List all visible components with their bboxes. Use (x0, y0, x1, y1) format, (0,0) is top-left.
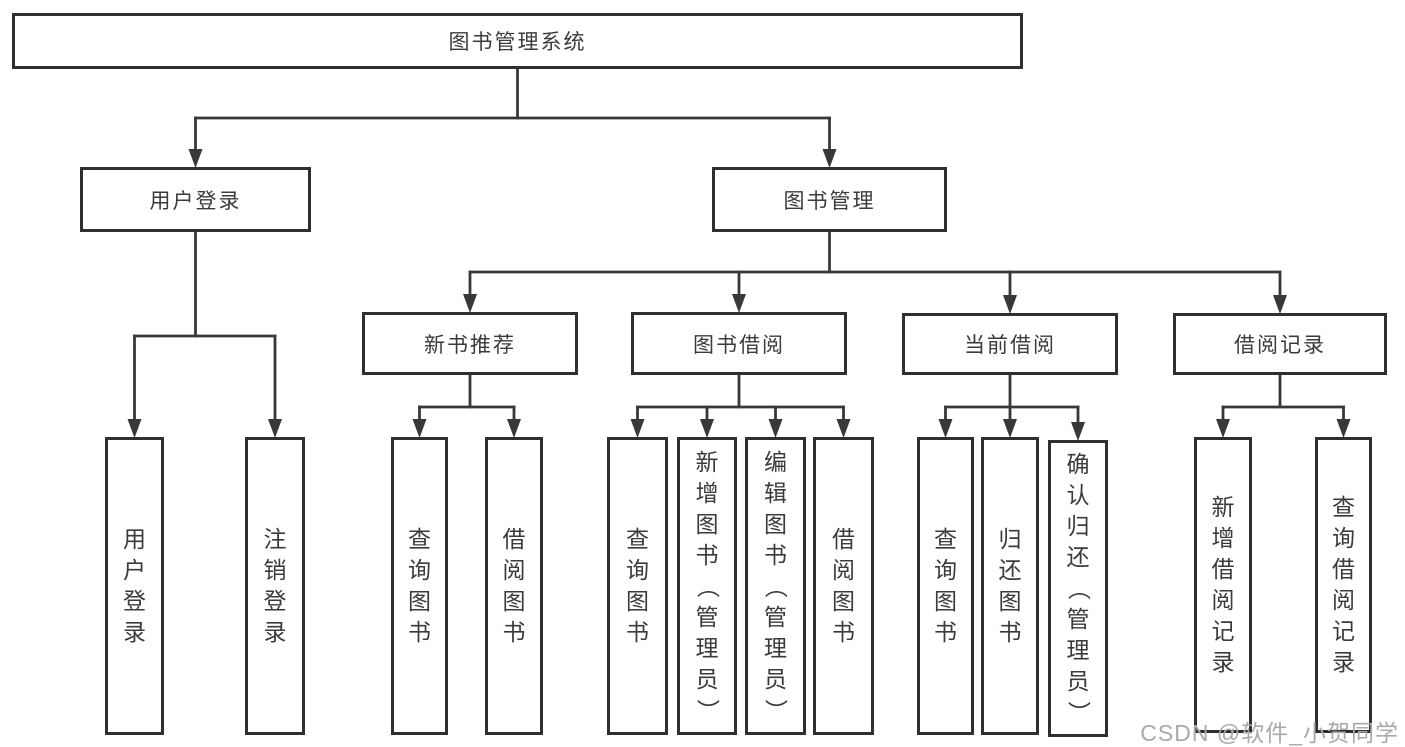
node-label: 新书推荐 (424, 333, 516, 357)
node-bb-query-books: 查询图书 (607, 437, 668, 735)
node-label: 借阅图书 (502, 526, 526, 645)
node-label: 查询图书 (408, 526, 431, 645)
node-label: 借阅图书 (832, 526, 855, 645)
node-nb-borrow-books: 借阅图书 (485, 437, 543, 735)
node-nb-query-books: 查询图书 (391, 437, 448, 735)
node-user-login: 用户登录 (80, 167, 311, 232)
node-label: 新增图书（管理员） (694, 448, 721, 722)
node-library-management-system: 图书管理系统 (12, 13, 1023, 69)
node-label: 查询借阅记录 (1332, 494, 1355, 675)
node-leaf-logout: 注销登录 (245, 437, 305, 735)
watermark: CSDN @软件_小贺同学 (1140, 720, 1399, 746)
node-label: 图书管理系统 (448, 31, 587, 54)
node-label: 当前借阅 (964, 334, 1056, 357)
node-bb-add-books-admin: 新增图书（管理员） (677, 437, 737, 735)
node-label: 查询图书 (626, 526, 649, 645)
node-label: 归还图书 (998, 526, 1022, 645)
node-label: 查询图书 (934, 526, 957, 645)
node-label: 编辑图书（管理员） (763, 448, 789, 722)
node-label: 用户登录 (123, 526, 146, 645)
node-label: 确认归还（管理员） (1065, 451, 1092, 724)
node-br-add-record: 新增借阅记录 (1194, 437, 1252, 733)
node-borrow-records: 借阅记录 (1173, 313, 1387, 375)
node-label: 新增借阅记录 (1211, 494, 1235, 675)
node-label: 注销登录 (263, 526, 287, 645)
node-cb-return-books: 归还图书 (981, 437, 1039, 735)
node-br-query-record: 查询借阅记录 (1315, 437, 1372, 733)
node-bb-borrow-books: 借阅图书 (813, 437, 874, 735)
node-leaf-user-login: 用户登录 (105, 437, 164, 735)
node-label: 图书借阅 (693, 333, 785, 357)
node-bb-edit-books-admin: 编辑图书（管理员） (745, 437, 806, 735)
node-cb-query-books: 查询图书 (917, 437, 974, 735)
node-label: 用户登录 (149, 189, 242, 213)
node-current-borrowing: 当前借阅 (902, 313, 1118, 375)
node-label: 图书管理 (783, 189, 876, 213)
node-cb-confirm-return-admin: 确认归还（管理员） (1048, 440, 1108, 737)
node-new-book-recommend: 新书推荐 (362, 312, 578, 375)
node-label: 借阅记录 (1234, 334, 1326, 357)
node-book-borrowing: 图书借阅 (631, 312, 847, 375)
node-book-management: 图书管理 (712, 167, 947, 232)
